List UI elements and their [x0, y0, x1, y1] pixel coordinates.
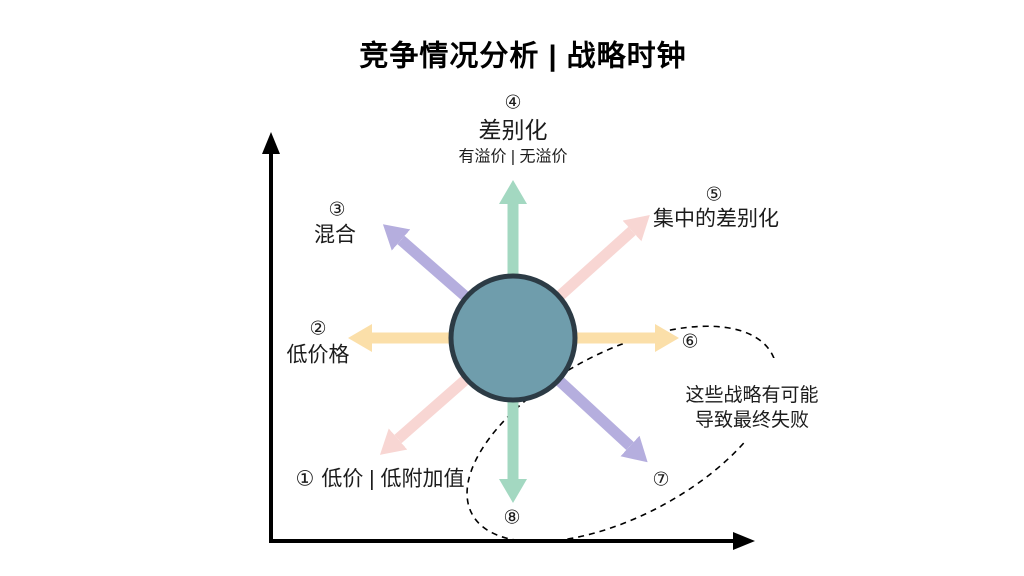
failure-zone-ellipse [466, 325, 778, 543]
label-6-number: ⑥ [681, 331, 699, 353]
label-1: ① 低价 | 低附加值 [296, 466, 465, 491]
label-2-title: 低价格 [286, 343, 350, 367]
label-5-number: ⑤ [705, 184, 723, 206]
label-4-number: ④ [504, 92, 522, 114]
page-title: 竞争情况分析 | 战略时钟 [359, 40, 687, 73]
failure-note: 这些战略有可能 导致最终失败 [685, 383, 818, 433]
label-5-title: 集中的差别化 [653, 207, 779, 231]
label-3-number: ③ [328, 199, 346, 221]
label-4-subtitle: 有溢价 | 无溢价 [458, 148, 568, 166]
label-2-number: ② [309, 318, 327, 340]
hub-circle [448, 273, 578, 403]
note-background [668, 358, 844, 440]
label-3-title: 混合 [314, 223, 356, 247]
label-7-number: ⑦ [652, 469, 670, 491]
label-4-title: 差别化 [478, 117, 548, 144]
failure-note-line1: 这些战略有可能 [685, 385, 819, 406]
failure-note-line2: 导致最终失败 [694, 410, 810, 431]
label-1-number: ① [295, 467, 315, 491]
label-8-number: ⑧ [503, 507, 521, 529]
label-1-title: 低价 | 低附加值 [321, 467, 465, 491]
